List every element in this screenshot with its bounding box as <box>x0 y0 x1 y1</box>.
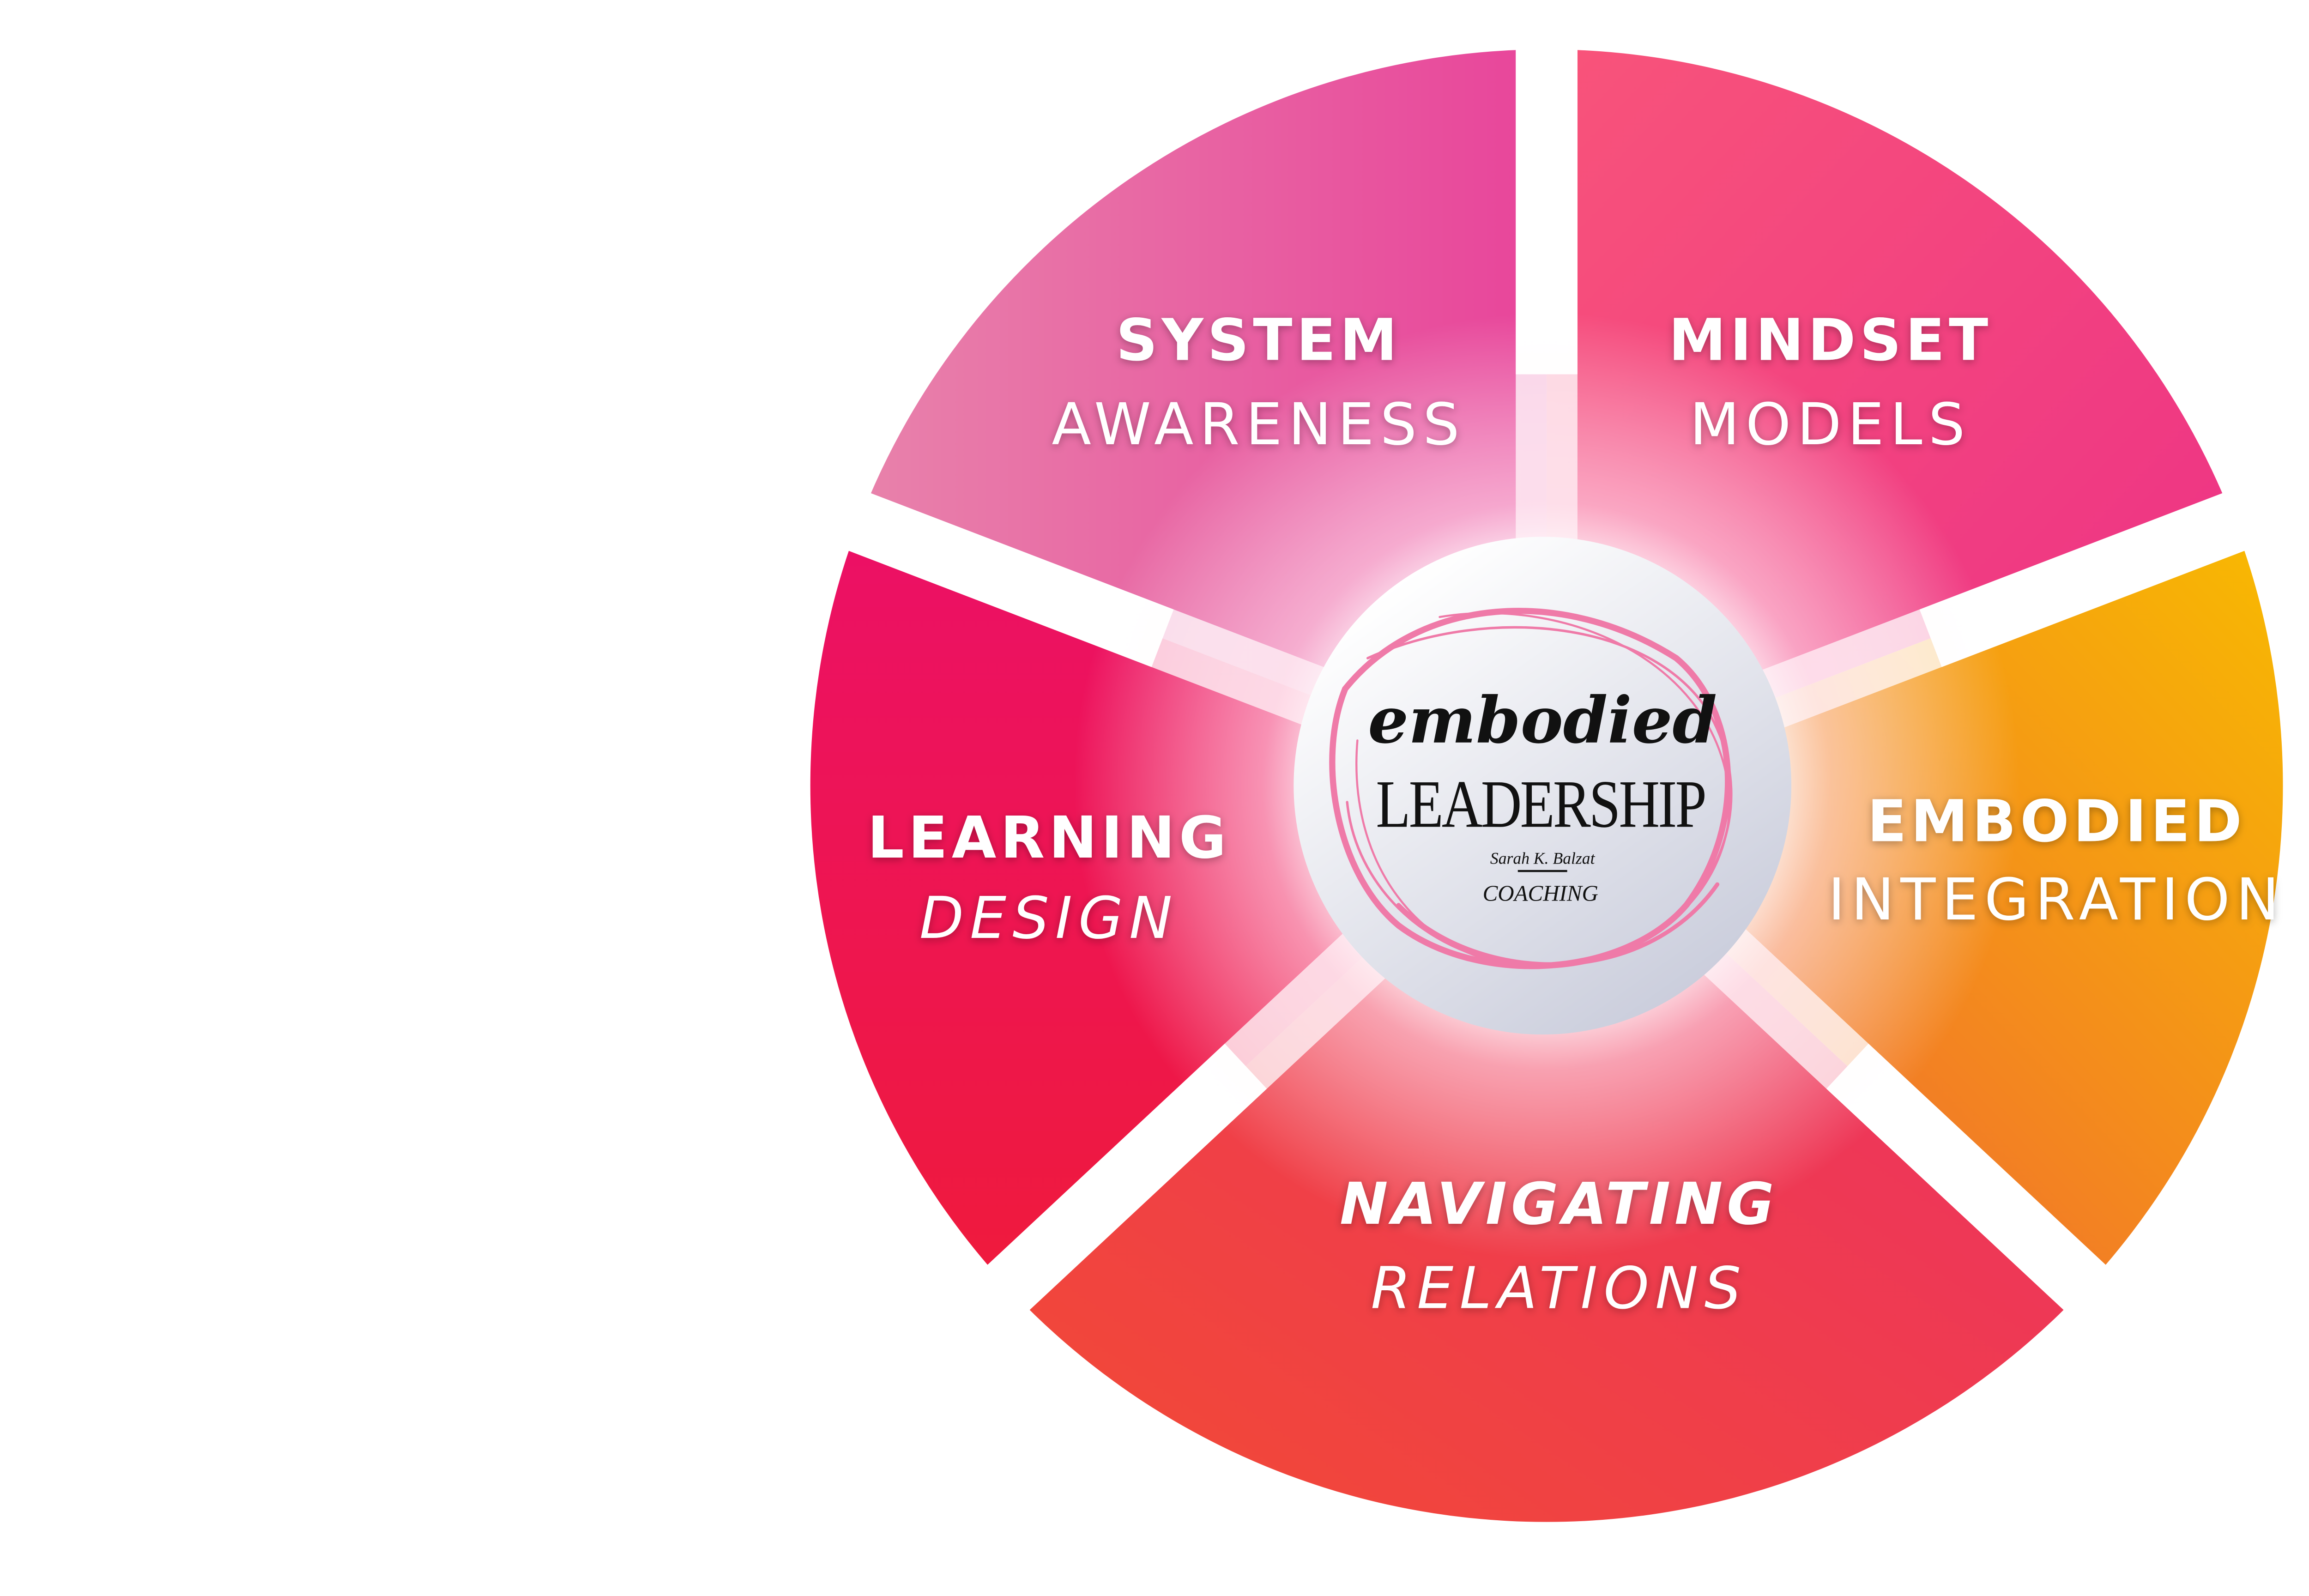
segment-subtitle-design: DESIGN <box>919 885 1179 952</box>
logo-divider <box>1517 870 1567 872</box>
segment-title-navigating: NAVIGATING <box>1340 1171 1778 1238</box>
logo-name: Sarah K. Balzat <box>1490 849 1596 868</box>
center-logo: embodied LEADERSHIP Sarah K. Balzat COAC… <box>1294 537 1792 1035</box>
segment-subtitle-relations: RELATIONS <box>1371 1255 1747 1322</box>
logo-coaching: COACHING <box>1483 881 1598 906</box>
logo-ribbon-icon <box>1329 608 1733 969</box>
segment-subtitle-models: MODELS <box>1690 391 1971 458</box>
logo-leadership: LEADERSHIP <box>1376 766 1705 841</box>
segment-title-system: SYSTEM <box>1116 307 1402 374</box>
segment-title-mindset: MINDSET <box>1668 307 1992 374</box>
segment-subtitle-awareness: AWARENESS <box>1052 391 1465 458</box>
segment-title-embodied: EMBODIED <box>1868 788 2246 855</box>
segment-subtitle-integration: INTEGRATION <box>1828 866 2285 933</box>
logo-embodied: embodied <box>1368 683 1717 758</box>
segment-title-learning: LEARNING <box>867 804 1230 871</box>
logo-disc <box>1294 537 1792 1035</box>
